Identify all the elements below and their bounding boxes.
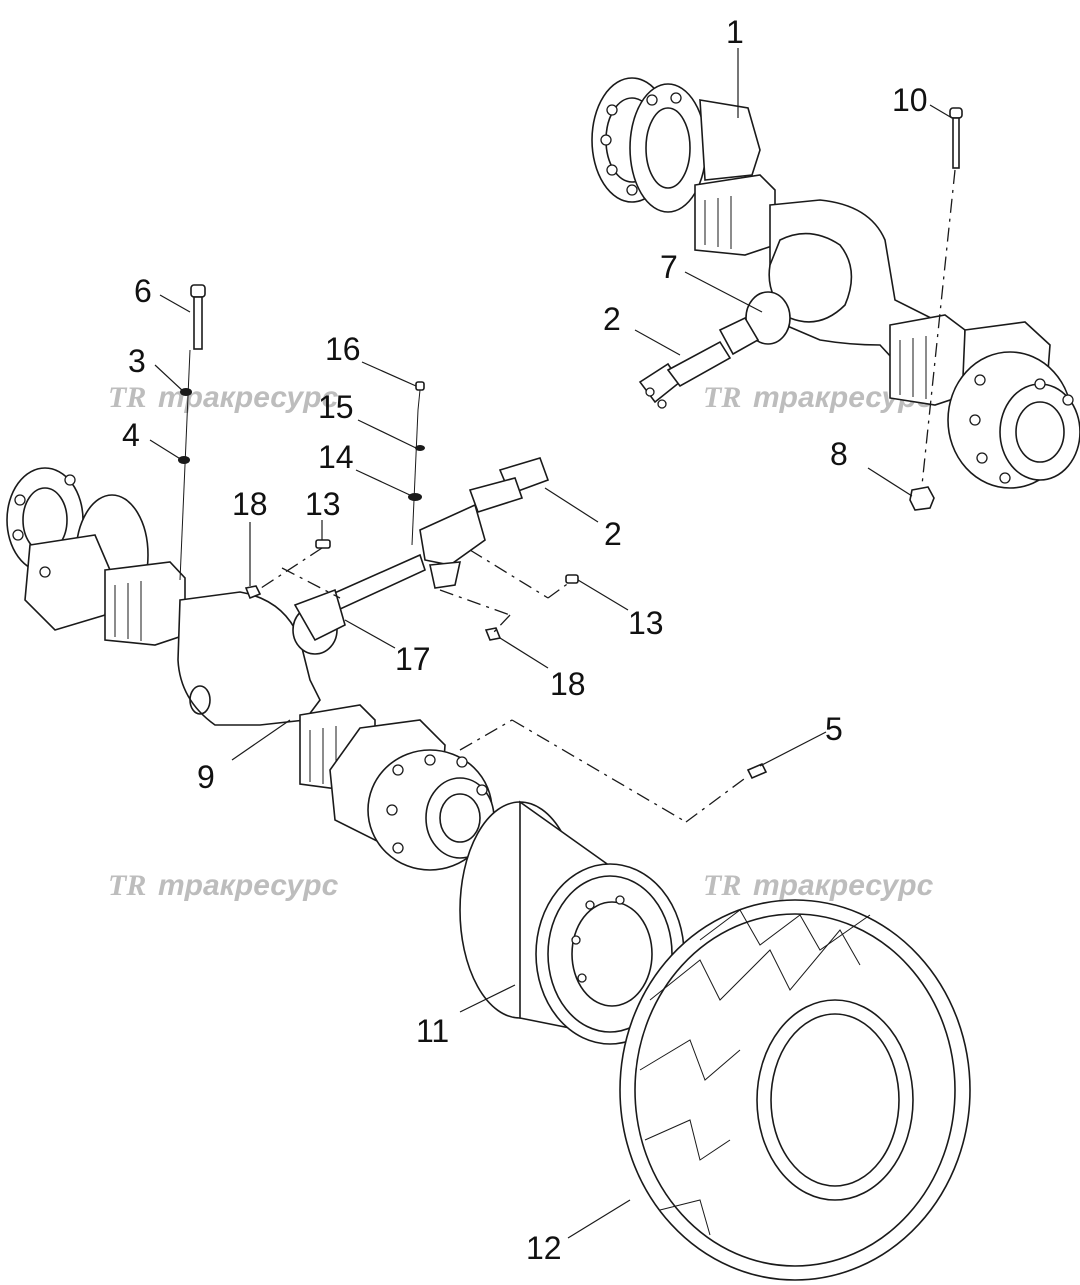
watermark-logo: TR bbox=[108, 869, 146, 902]
callout-15: 15 bbox=[318, 389, 354, 425]
callout-9: 9 bbox=[197, 759, 215, 795]
callout-2-upper: 2 bbox=[603, 301, 621, 337]
part-8-nut bbox=[909, 486, 935, 511]
watermark-logo: TR bbox=[703, 869, 741, 902]
tire bbox=[619, 899, 971, 1281]
front-axle-left-spring-seat bbox=[104, 561, 186, 646]
watermark-text: тракресурс bbox=[158, 381, 339, 414]
callout-8: 8 bbox=[830, 436, 848, 472]
front-axle-left-caliper bbox=[24, 534, 111, 631]
watermark-text: тракресурс bbox=[753, 869, 934, 902]
rear-axle-pinion-flange bbox=[745, 291, 791, 345]
upper-driveshaft bbox=[638, 316, 760, 409]
watermark-logo: TR bbox=[108, 381, 146, 414]
wheel-rim bbox=[459, 800, 685, 1045]
callout-3: 3 bbox=[128, 343, 146, 379]
lower-driveshaft bbox=[293, 457, 550, 642]
front-axle-assembly bbox=[6, 467, 495, 871]
callout-13-lower: 13 bbox=[628, 605, 664, 641]
callout-17: 17 bbox=[395, 641, 431, 677]
front-axle-housing bbox=[177, 591, 321, 726]
rear-axle-left-caliper bbox=[699, 99, 761, 181]
callout-12: 12 bbox=[526, 1230, 562, 1266]
rear-axle-left-spring-seat bbox=[694, 174, 776, 256]
part-16-bolt-stack bbox=[408, 381, 425, 546]
part-10-u-bolt bbox=[921, 107, 963, 486]
callout-18-lower: 18 bbox=[550, 666, 586, 702]
callout-10: 10 bbox=[892, 82, 928, 118]
callout-2-lower: 2 bbox=[604, 516, 622, 552]
callout-1: 1 bbox=[726, 14, 744, 50]
watermark-bottom-right: TR тракресурс bbox=[703, 869, 934, 902]
callout-7: 7 bbox=[660, 249, 678, 285]
rear-axle-assembly bbox=[591, 77, 1080, 489]
callout-6: 6 bbox=[134, 273, 152, 309]
part-5-valve bbox=[459, 719, 768, 823]
watermark-logo: TR bbox=[703, 381, 741, 414]
callout-18-upper: 18 bbox=[232, 486, 268, 522]
watermark-bottom-left: TR тракресурс bbox=[108, 869, 339, 902]
callout-4: 4 bbox=[122, 417, 140, 453]
part-6-bolt-stack bbox=[178, 284, 206, 581]
callout-11: 11 bbox=[416, 1013, 449, 1049]
callout-14: 14 bbox=[318, 439, 354, 475]
watermark-text: тракресурс bbox=[158, 869, 339, 902]
leader-lines bbox=[149, 48, 953, 1239]
watermark-top-left: TR тракресурс bbox=[108, 381, 339, 414]
callout-16: 16 bbox=[325, 331, 361, 367]
callout-5: 5 bbox=[825, 711, 843, 747]
callout-labels: 1 2 2 3 4 5 6 7 8 9 10 11 12 13 13 14 15… bbox=[122, 14, 928, 1266]
callout-13-upper: 13 bbox=[305, 486, 341, 522]
center-bearing bbox=[419, 503, 486, 566]
